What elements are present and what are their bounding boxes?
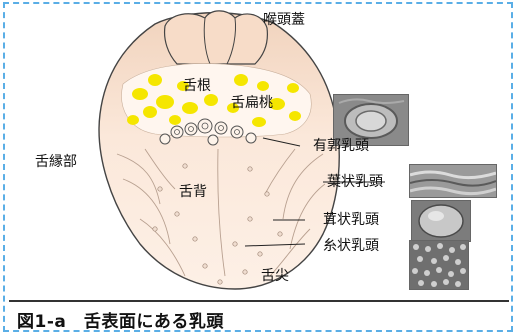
label-tongue-tip: 舌尖 (261, 268, 289, 284)
label-fungiform-papillae: 茸状乳頭 (323, 212, 379, 228)
figure-frame: 喉頭蓋 舌根 舌扁桃 有郭乳頭 舌縁部 舌背 葉状乳頭 茸状乳頭 糸状乳頭 舌尖… (3, 2, 513, 332)
fungiform-photo (411, 200, 471, 242)
label-filiform-papillae: 糸状乳頭 (323, 238, 379, 254)
figure-caption: 図1-a 舌表面にある乳頭 (9, 300, 509, 326)
epiglottis-shape (165, 11, 268, 64)
label-tongue-root: 舌根 (183, 78, 211, 94)
label-epiglottis: 喉頭蓋 (263, 12, 305, 28)
filiform-photo (409, 240, 469, 290)
label-tongue-margin: 舌縁部 (35, 154, 77, 170)
label-tongue-dorsum: 舌背 (179, 184, 207, 200)
label-circumvallate-papillae: 有郭乳頭 (313, 138, 369, 154)
label-foliate-papillae: 葉状乳頭 (327, 174, 383, 190)
foliate-photo (409, 164, 497, 198)
label-lingual-tonsil: 舌扁桃 (231, 95, 273, 111)
